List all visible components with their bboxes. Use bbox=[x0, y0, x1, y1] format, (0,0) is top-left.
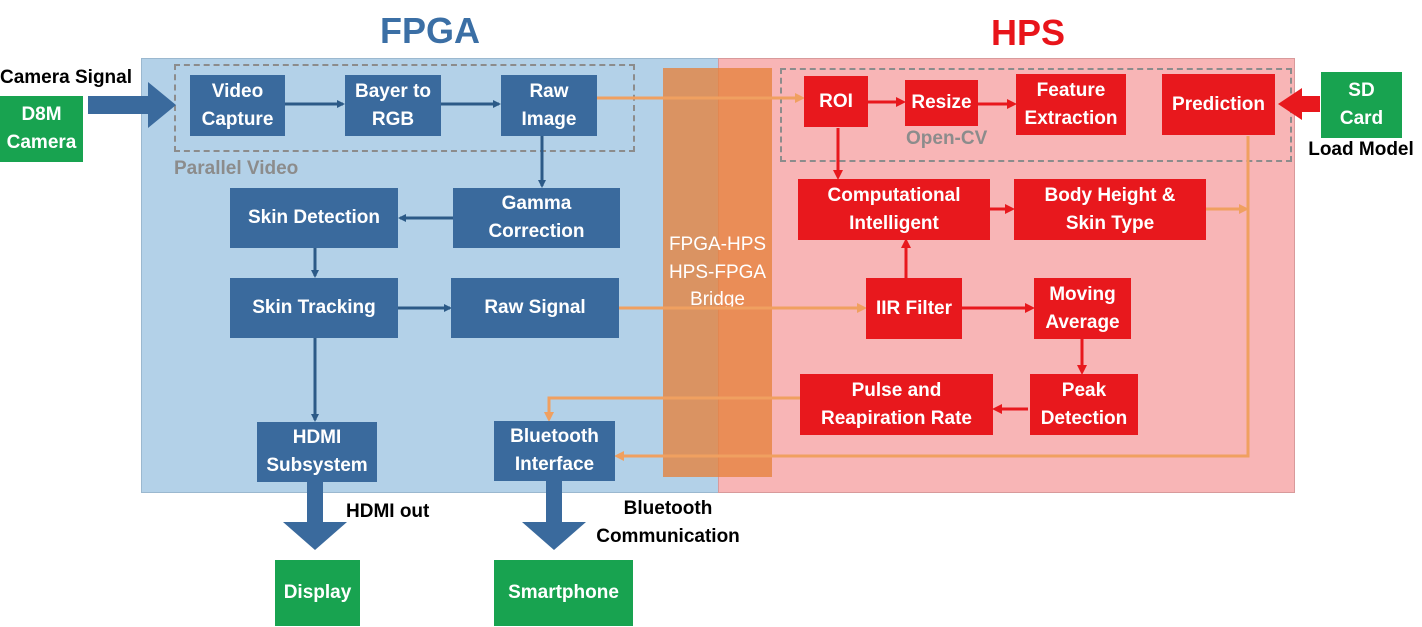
computational-intelligent-block: Computational Intelligent bbox=[798, 179, 990, 240]
hdmi-out-label: HDMI out bbox=[346, 501, 430, 522]
raw-signal-block: Raw Signal bbox=[451, 278, 619, 338]
smartphone-block: Smartphone bbox=[494, 560, 633, 626]
raw-image-block: Raw Image bbox=[501, 75, 597, 136]
peak-detection-block: Peak Detection bbox=[1030, 374, 1138, 435]
prediction-block: Prediction bbox=[1162, 74, 1275, 135]
hps-title: HPS bbox=[990, 12, 1066, 53]
hdmi-subsystem-block: HDMI Subsystem bbox=[257, 422, 377, 482]
video-capture-block: Video Capture bbox=[190, 75, 285, 136]
feature-extraction-block: Feature Extraction bbox=[1016, 74, 1126, 135]
iir-filter-block: IIR Filter bbox=[866, 278, 962, 339]
load-model-label: Load Model bbox=[1308, 139, 1414, 160]
pulse-respiration-rate-block: Pulse and Reapiration Rate bbox=[800, 374, 993, 435]
sd-card-block: SD Card bbox=[1321, 72, 1402, 138]
resize-block: Resize bbox=[905, 80, 978, 126]
bridge-block: FPGA-HPS HPS-FPGA Bridge bbox=[663, 68, 772, 477]
moving-average-block: Moving Average bbox=[1034, 278, 1131, 339]
bayer-to-rgb-block: Bayer to RGB bbox=[345, 75, 441, 136]
roi-block: ROI bbox=[804, 76, 868, 127]
skin-detection-block: Skin Detection bbox=[230, 188, 398, 248]
parallel-video-label: Parallel Video bbox=[174, 158, 299, 179]
camera-signal-label: Camera Signal bbox=[0, 67, 132, 88]
skin-tracking-block: Skin Tracking bbox=[230, 278, 398, 338]
bluetooth-interface-block: Bluetooth Interface bbox=[494, 421, 615, 481]
display-block: Display bbox=[275, 560, 360, 626]
fpga-title: FPGA bbox=[379, 10, 480, 51]
body-height-skin-type-block: Body Height & Skin Type bbox=[1014, 179, 1206, 240]
d8m-camera-block: D8M Camera bbox=[0, 96, 83, 162]
gamma-correction-block: Gamma Correction bbox=[453, 188, 620, 248]
bluetooth-communication-label: Bluetooth Communication bbox=[596, 498, 740, 547]
open-cv-label: Open-CV bbox=[906, 128, 988, 149]
